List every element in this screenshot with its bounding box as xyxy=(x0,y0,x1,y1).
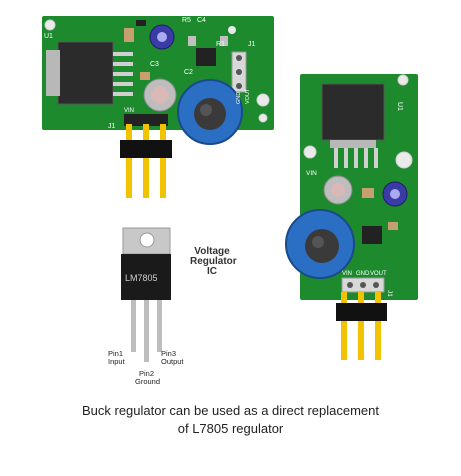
right-pin-header xyxy=(336,292,387,360)
caption-line-2: of L7805 regulator xyxy=(177,420,284,436)
voltage-regulator-label: Voltage Regulator IC xyxy=(190,246,237,277)
silk-right-vout: VOUT xyxy=(370,271,387,277)
silk-c4: C4 xyxy=(197,17,206,24)
pin2-label: Pin2 Ground xyxy=(135,369,161,386)
left-pin-header xyxy=(120,124,172,198)
silk-right-u1: U1 xyxy=(396,102,403,111)
silk-right-vin: VIN xyxy=(342,271,352,277)
silk-r1: R1 xyxy=(216,41,225,48)
caption: Buck regulator can be used as a direct r… xyxy=(0,402,461,437)
voltage-label-line-3: IC xyxy=(207,266,217,277)
silk-u1: U1 xyxy=(44,33,53,40)
silk-c3: C3 xyxy=(150,61,159,68)
silk-left-gnd: GND xyxy=(236,92,242,104)
silk-r5: R5 xyxy=(182,17,191,24)
silk-right-vin-top: VIN xyxy=(306,170,317,177)
silk-c2: C2 xyxy=(184,69,193,76)
lm7805-regulator xyxy=(121,227,171,362)
lm7805-marking: LM7805 xyxy=(125,273,158,283)
caption-line-1: Buck regulator can be used as a direct r… xyxy=(81,403,379,418)
pin1-label: Pin1 Input xyxy=(108,349,125,366)
silk-left-vout: VOUT xyxy=(245,88,251,104)
left-pcb-board xyxy=(42,16,274,130)
right-inductor xyxy=(285,209,355,279)
silk-left-vin: VIN xyxy=(124,108,134,114)
silk-right-j1: J1 xyxy=(386,290,393,297)
pin3-label: Pin3 Output xyxy=(161,349,184,366)
left-inductor xyxy=(177,79,243,145)
voltage-label-line-1: Voltage xyxy=(194,246,230,257)
silk-right-gnd: GND xyxy=(356,271,370,277)
silk-j1: J1 xyxy=(248,41,256,48)
silk-j1-bottom: J1 xyxy=(108,123,116,130)
voltage-label-line-2: Regulator xyxy=(190,256,237,267)
